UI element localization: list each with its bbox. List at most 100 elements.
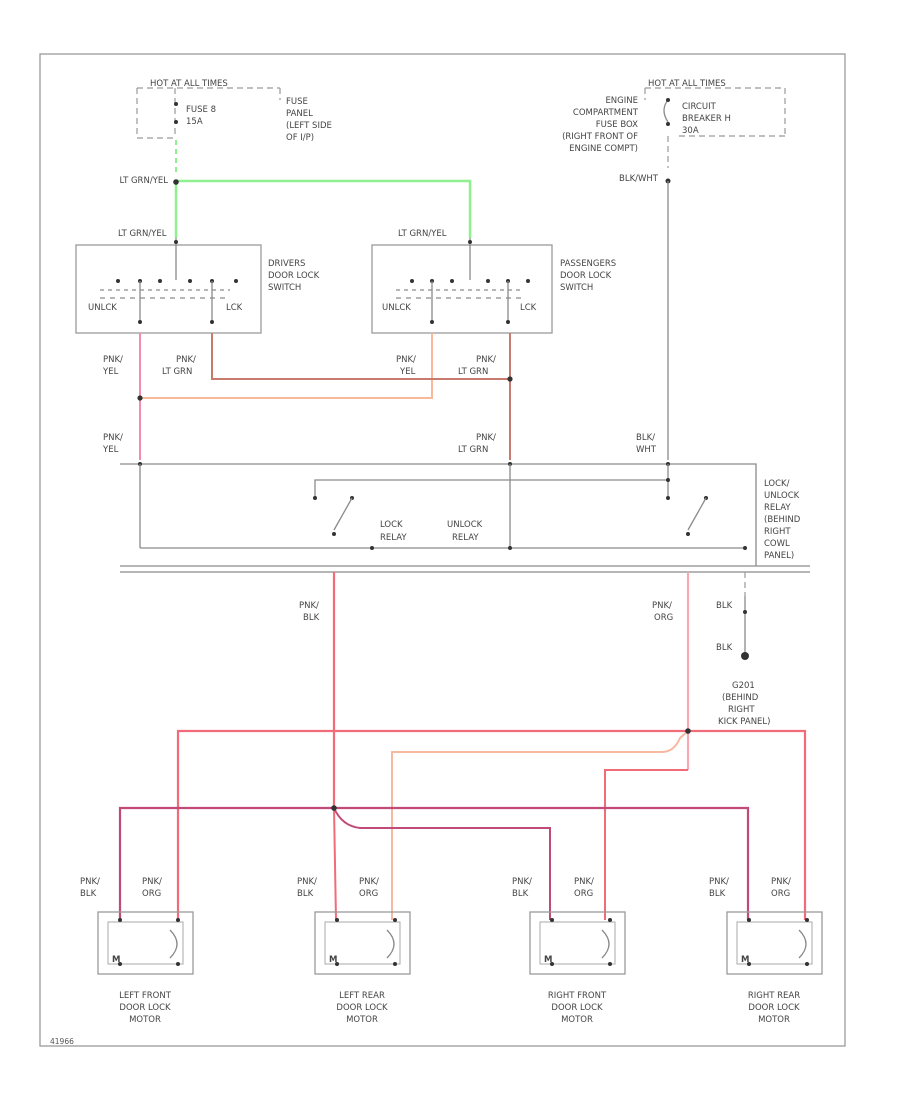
ground-name-1: G201 [732,681,755,691]
engine-fuse-location-2: COMPARTMENT [573,108,639,118]
motor-name-label: DOOR LOCK [119,1003,171,1013]
motor-wire-label: PNK/ [574,877,594,887]
motor-wire-label: BLK [297,889,314,899]
motor-name-label: DOOR LOCK [748,1003,800,1013]
motor-name-label: RIGHT REAR [748,991,800,1001]
wire-label-pnk-ltgrn-2b: LT GRN [458,367,488,377]
motor-name-label: MOTOR [758,1015,790,1025]
motor-name-label: LEFT FRONT [119,991,172,1001]
ground-g201: BLK BLK G201 (BEHIND RIGHT KICK PANEL) [716,572,770,727]
engine-fuse-location-5: ENGINE COMPT) [569,144,638,154]
ground-name-2: (BEHIND [722,693,759,703]
engine-fuse-location-1: ENGINE [605,96,638,106]
fuse-panel-location-2: PANEL [286,109,313,119]
lock-unlock-relay: LOCK RELAY UNLOCK RELAY LOCK/ UNLOCK REL… [120,462,810,573]
wire-label-pnk-yel-3b: YEL [102,445,119,455]
motor-coil-icon [169,929,178,959]
switch-output-wires: PNK/ YEL PNK/ LT GRN PNK/ YEL PNK/ LT GR… [102,333,657,460]
passenger-switch-name-2: DOOR LOCK [560,271,612,281]
relay-name-5: RIGHT [764,527,791,537]
fuse-panel-location-1: FUSE [286,97,308,107]
motor-wire-label: PNK/ [359,877,379,887]
motor-name-label: MOTOR [129,1015,161,1025]
wire-label-pnk-yel-2b: YEL [399,367,416,377]
motor-name-label: DOOR LOCK [336,1003,388,1013]
wire-label-blk-wht-2a: BLK/ [636,433,655,443]
driver-unlock-label: UNLCK [88,303,117,313]
fuse-id: FUSE 8 [186,105,216,115]
driver-lock-label: LCK [226,303,243,313]
wire-label-blk-2: BLK [716,643,733,653]
passenger-switch-name-3: SWITCH [560,283,593,293]
driver-switch-name-1: DRIVERS [268,259,305,269]
passenger-unlock-label: UNLCK [382,303,411,313]
diagram-frame [39,53,846,1047]
wire-label-pnk-ltgrn-2a: PNK/ [476,355,496,365]
circuit-breaker-2: BREAKER H [682,114,731,124]
ground-icon [741,652,749,660]
wire-label-pnk-blk-main-b: BLK [303,613,320,623]
wire-label-blk-wht-2b: WHT [636,445,657,455]
motor-name-label: DOOR LOCK [551,1003,603,1013]
motor-name-label: MOTOR [346,1015,378,1025]
motor-wire-label: BLK [512,889,529,899]
unlock-relay-label-1: UNLOCK [447,520,483,530]
wire-label-pnk-ltgrn-1b: LT GRN [162,367,192,377]
wire-label-lt-grn-yel-3: LT GRN/YEL [398,229,447,239]
ground-name-4: KICK PANEL) [718,717,770,727]
drivers-door-lock-switch: UNLCK LCK DRIVERS DOOR LOCK SWITCH [75,238,320,334]
fuse-panel-location-4: OF I/P) [286,133,314,143]
figure-id: 41966 [50,1037,74,1046]
motor-wire-label: PNK/ [297,877,317,887]
fuse-panel-location-3: (LEFT SIDE [286,121,332,131]
engine-fuse-location-3: FUSE BOX [596,120,638,130]
wire-label-pnk-yel-2a: PNK/ [396,355,416,365]
motor-coil-icon [386,929,395,959]
motor-wire-label: PNK/ [709,877,729,887]
motor-wire-label: BLK [709,889,726,899]
wire-label-lt-grn-yel-2: LT GRN/YEL [118,229,167,239]
wire-label-pnk-org-main-b: ORG [654,613,673,623]
relay-name-6: COWL [764,539,790,549]
fuse-right: HOT AT ALL TIMES CIRCUIT BREAKER H 30A E… [562,79,786,460]
wire-label-blk-wht-1: BLK/WHT [619,174,659,184]
relay-name-1: LOCK/ [764,479,790,489]
motor-wire-label: PNK/ [512,877,532,887]
wire-label-lt-grn-yel-1: LT GRN/YEL [120,176,169,186]
fuse-rating: 15A [186,117,203,127]
ground-name-3: RIGHT [728,705,755,715]
motor-wire-label: BLK [80,889,97,899]
wire-label-pnk-yel-3a: PNK/ [103,433,123,443]
relay-name-2: UNLOCK [764,491,800,501]
circuit-breaker-1: CIRCUIT [682,102,717,112]
unlock-relay-label-2: RELAY [452,533,479,543]
relay-name-3: RELAY [764,503,791,513]
motor-symbol: M [329,955,337,965]
relay-name-7: PANEL) [764,551,794,561]
wire-label-pnk-yel-1b: YEL [102,367,119,377]
motor-name-label: MOTOR [561,1015,593,1025]
wire-label-blk-1: BLK [716,601,733,611]
motor-wire-label: ORG [771,889,790,899]
wire-label-pnk-ltgrn-3a: PNK/ [476,433,496,443]
motor-wire-label: ORG [574,889,593,899]
motor-wire-label: PNK/ [771,877,791,887]
wire-label-pnk-ltgrn-1a: PNK/ [176,355,196,365]
motor-symbol: M [544,955,552,965]
door-lock-motors: M PNK/BLK PNK/ORG LEFT FRONT DOOR LOCK MOTOR M… [80,877,823,1025]
fuse-left: HOT AT ALL TIMES FUSE 8 15A FUSE PANEL (… [136,79,332,143]
relay-name-4: (BEHIND [764,515,801,525]
motor-symbol: M [112,955,120,965]
motor-coil-icon [798,929,807,959]
green-feed-wires: LT GRN/YEL LT GRN/YEL LT GRN/YEL [118,140,472,239]
wire-label-pnk-org-main-a: PNK/ [652,601,672,611]
passenger-switch-name-1: PASSENGERS [560,259,616,269]
motor-coil-icon [601,929,610,959]
motor-wire-label: PNK/ [80,877,100,887]
motor-feed-wires: PNK/ BLK PNK/ ORG [118,572,807,921]
